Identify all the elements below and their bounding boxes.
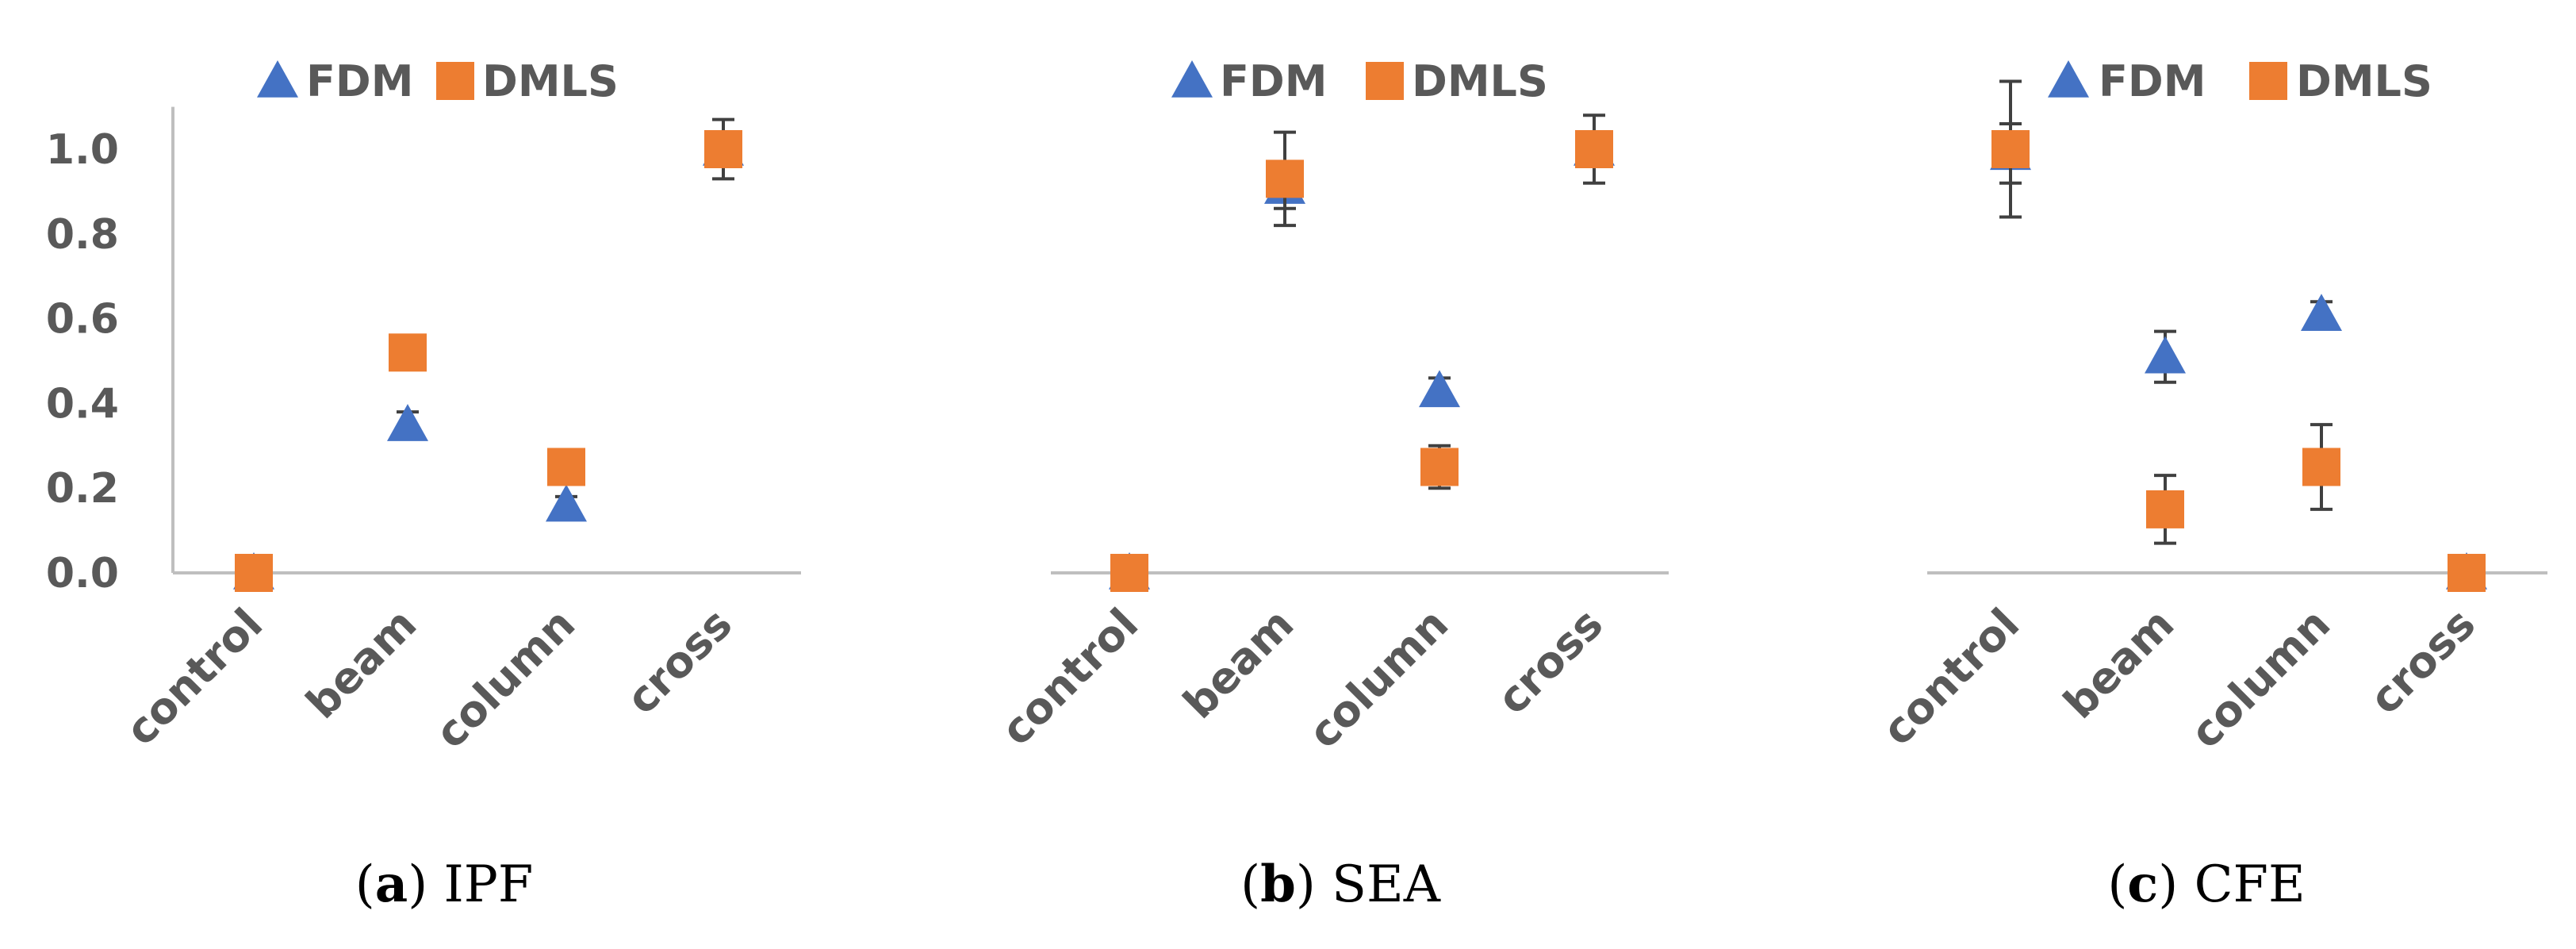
point-dmls — [2448, 554, 2486, 592]
x-tick-label: beam — [2054, 599, 2183, 728]
y-tick-label: 0.0 — [46, 550, 119, 597]
caption-paren-open: ( — [2107, 855, 2127, 914]
x-tick-label: control — [991, 599, 1148, 755]
y-tick-label: 0.2 — [46, 465, 119, 513]
x-tick-label: beam — [297, 599, 426, 728]
legend-triangle-icon — [257, 60, 298, 98]
point-dmls — [235, 554, 273, 592]
caption-paren-open: ( — [1240, 855, 1260, 914]
y-tick-label: 0.8 — [46, 211, 119, 259]
caption-letter: b — [1260, 855, 1296, 914]
point-fdm — [546, 484, 587, 522]
y-tick-label: 0.4 — [46, 380, 119, 428]
point-fdm — [2145, 336, 2186, 374]
panel-caption: (b) SEA — [1240, 855, 1441, 914]
point-dmls — [1110, 554, 1148, 592]
x-tick-label: column — [2181, 599, 2340, 759]
point-dmls — [547, 448, 585, 486]
caption-paren-open: ( — [355, 855, 375, 914]
caption-paren-close: ) — [2158, 855, 2194, 914]
panel-caption: (a) IPF — [355, 855, 534, 914]
caption-paren-close: ) — [408, 855, 443, 914]
legend-square-icon — [2249, 62, 2287, 100]
legend: FDM DMLS — [257, 56, 619, 106]
point-fdm — [387, 404, 428, 441]
x-tick-label: cross — [2359, 599, 2485, 724]
point-dmls — [389, 333, 427, 372]
caption-paren-close: ) — [1296, 855, 1332, 914]
legend-square-icon — [436, 62, 474, 100]
legend-label: DMLS — [2296, 56, 2432, 106]
x-tick-label: control — [1873, 599, 2029, 755]
point-dmls — [1575, 130, 1613, 168]
x-tick-label: column — [1299, 599, 1459, 759]
point-fdm — [2301, 294, 2342, 332]
legend: FDM DMLS — [2048, 56, 2432, 106]
legend-triangle-icon — [1171, 60, 1213, 98]
y-tick-label: 0.6 — [46, 296, 119, 344]
legend-label: FDM — [306, 56, 413, 106]
panel-caption: (c) CFE — [2107, 855, 2305, 914]
point-dmls — [1991, 130, 2030, 168]
legend-triangle-icon — [2048, 60, 2089, 98]
x-tick-label: beam — [1174, 599, 1303, 728]
legend: FDM DMLS — [1171, 56, 1548, 106]
caption-letter: c — [2127, 855, 2158, 914]
x-tick-label: column — [426, 599, 585, 759]
x-tick-label: cross — [1487, 599, 1612, 724]
legend-square-icon — [1366, 62, 1404, 100]
point-dmls — [2146, 490, 2184, 528]
legend-label: FDM — [1220, 56, 1327, 106]
caption-letter: a — [375, 855, 408, 914]
legend-label: DMLS — [1412, 56, 1548, 106]
point-dmls — [2302, 448, 2340, 486]
point-dmls — [704, 130, 742, 168]
point-dmls — [1266, 159, 1304, 198]
legend-label: DMLS — [482, 56, 619, 106]
y-tick-label: 1.0 — [46, 126, 119, 174]
x-tick-label: control — [116, 599, 272, 755]
point-dmls — [1420, 448, 1459, 486]
caption-text: SEA — [1332, 855, 1441, 914]
point-fdm — [1419, 370, 1460, 408]
x-tick-label: cross — [616, 599, 742, 724]
legend-label: FDM — [2099, 56, 2206, 106]
caption-text: CFE — [2195, 855, 2306, 914]
caption-text: IPF — [444, 855, 534, 914]
